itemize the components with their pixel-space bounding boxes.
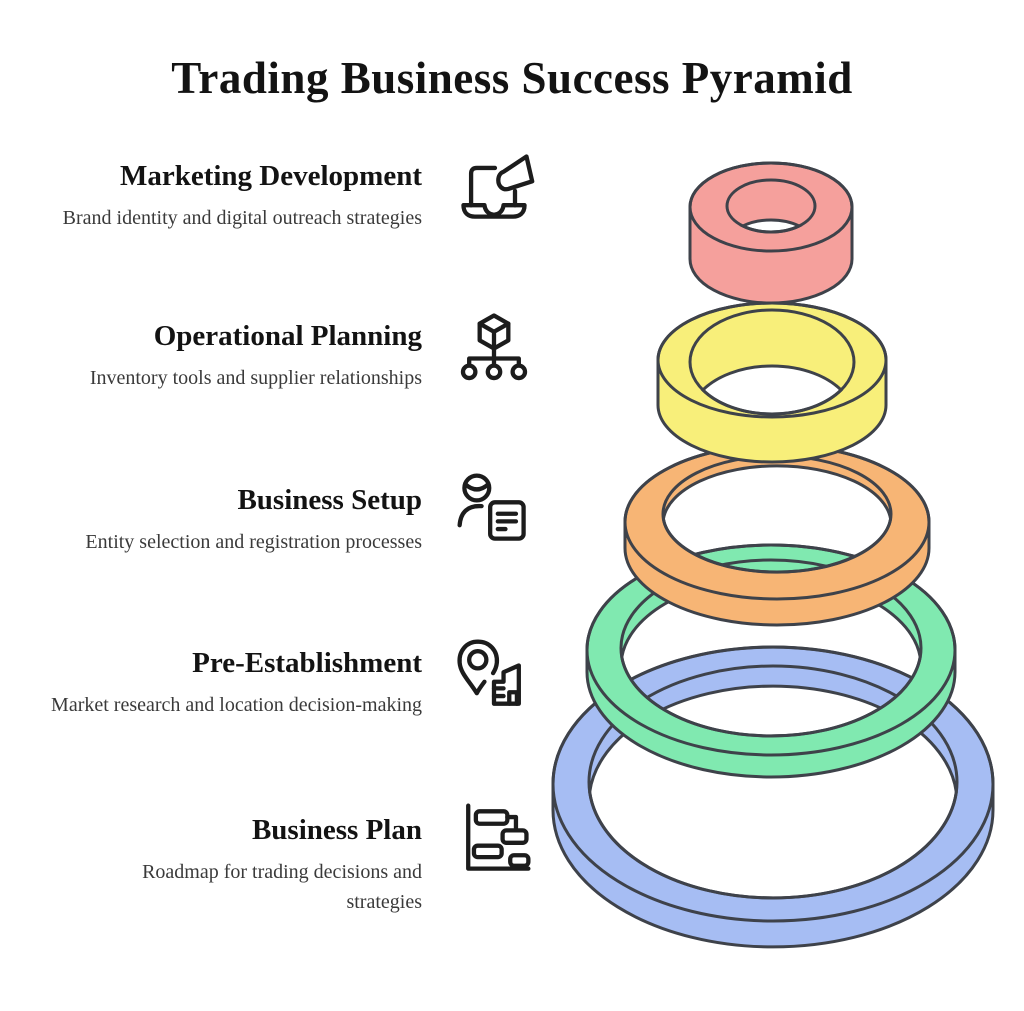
- level-description: Brand identity and digital outreach stra…: [62, 207, 422, 230]
- level-title: Operational Planning: [153, 320, 422, 352]
- level-description: Entity selection and registration proces…: [85, 531, 422, 554]
- ring-pre-establishment: [585, 543, 957, 779]
- level-pre-establishment: Pre-Establishment Market research and lo…: [38, 647, 422, 720]
- level-business-plan: Business Plan Roadmap for trading decisi…: [38, 814, 422, 917]
- laptop-megaphone-icon: [461, 154, 535, 219]
- level-description: Inventory tools and supplier relationshi…: [89, 367, 422, 390]
- gantt-chart-icon: [466, 803, 531, 871]
- pyramid-graphic: [551, 161, 995, 949]
- cube-hierarchy-icon: [460, 313, 528, 381]
- level-description: Roadmap for trading decisions and strate…: [142, 861, 422, 914]
- location-pin-building-icon: [457, 639, 521, 706]
- level-marketing-development: Marketing Development Brand identity and…: [38, 160, 422, 233]
- ring-marketing-development: [688, 161, 854, 305]
- level-title: Business Setup: [237, 484, 422, 516]
- level-description: Market research and location decision-ma…: [51, 694, 422, 717]
- level-business-setup: Business Setup Entity selection and regi…: [38, 484, 422, 557]
- level-operational-planning: Operational Planning Inventory tools and…: [38, 320, 422, 393]
- person-document-icon: [457, 473, 526, 541]
- level-title: Marketing Development: [119, 160, 422, 192]
- level-title: Business Plan: [251, 814, 422, 846]
- ring-business-setup: [623, 443, 931, 627]
- ring-operational-planning: [656, 301, 888, 464]
- level-title: Pre-Establishment: [192, 647, 422, 679]
- ring-business-plan: [551, 645, 995, 949]
- page-title: Trading Business Success Pyramid: [171, 53, 853, 103]
